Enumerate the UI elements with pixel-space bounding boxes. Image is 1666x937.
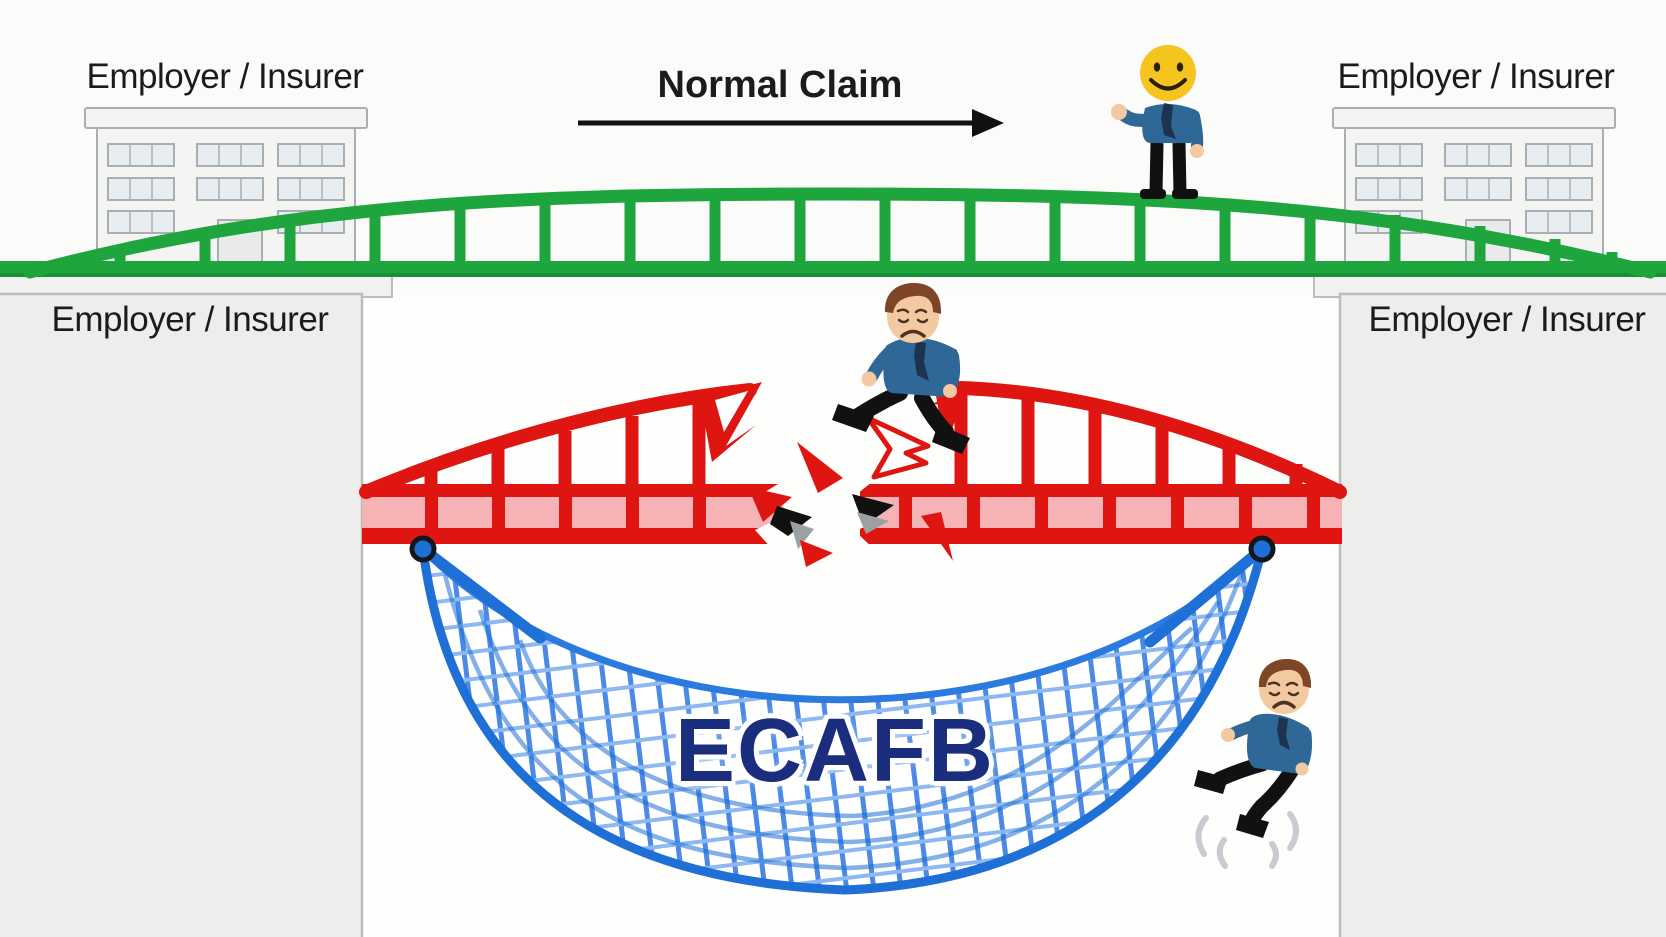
sad-worker-front-boot: [932, 424, 970, 454]
intact-bridge-icon: [0, 187, 1666, 279]
falling-worker-icon: [1194, 659, 1313, 869]
falling-worker-tie: [1277, 717, 1290, 750]
net-strands: [442, 571, 1245, 871]
falling-worker-hair: [1258, 659, 1312, 688]
red-arch-right: [953, 381, 1347, 499]
sad-worker-hand: [861, 371, 877, 387]
red-deck-left: [362, 484, 792, 544]
smiley-smile: [1149, 78, 1187, 91]
left-pillar-employer-insurer-label: Employer / Insurer: [51, 300, 329, 339]
green-arch: [23, 187, 1657, 279]
net-right-rope: [1144, 543, 1268, 648]
right-pillar-body: [1338, 292, 1666, 937]
sad-worker-back-boot: [832, 404, 874, 432]
falling-worker-arm: [1226, 720, 1259, 740]
falling-worker-torso: [1246, 713, 1310, 774]
happy-worker-legs: [1149, 142, 1187, 194]
debris-shards-icon: [700, 382, 967, 567]
top-right-employer-insurer-label: Employer / Insurer: [1337, 57, 1615, 96]
left-pillar-body: [0, 292, 364, 937]
safety-net-icon: [409, 535, 1276, 895]
sad-worker-icon: [832, 283, 970, 454]
happy-worker-hand: [1111, 104, 1127, 120]
sad-worker-head: [887, 291, 939, 343]
falling-worker-hand: [1221, 728, 1235, 742]
falling-worker-boot: [1194, 770, 1228, 794]
normal-claim-label: Normal Claim: [657, 64, 903, 106]
net-left-rope: [417, 543, 546, 644]
happy-worker-foot: [1172, 189, 1198, 199]
smiley-eye: [1176, 62, 1184, 72]
sad-worker-tie: [914, 341, 929, 381]
arrow-right-icon: [578, 109, 1004, 137]
broken-bridge-icon: [359, 381, 1347, 567]
green-deck-edge: [0, 273, 1666, 277]
right-pillar-employer-insurer-label: Employer / Insurer: [1368, 300, 1646, 339]
green-posts: [114, 194, 1618, 270]
falling-worker-face: [1267, 681, 1300, 709]
top-left-employer-insurer-label: Employer / Insurer: [86, 57, 364, 96]
sad-worker-hand: [943, 384, 957, 398]
smiley-face-icon: [1140, 45, 1196, 101]
falling-worker-arm: [1297, 728, 1313, 770]
happy-worker-tie: [1161, 103, 1176, 139]
right-pillar: [1313, 271, 1666, 937]
red-arch-posts: [424, 393, 1303, 486]
sad-worker-hair: [884, 283, 942, 314]
smiley-eye: [1153, 62, 1161, 72]
net-mesh: [423, 549, 1262, 890]
sad-worker-arm: [945, 350, 961, 392]
anchor-dot-right-icon: [1248, 535, 1276, 563]
happy-worker-icon: [1111, 45, 1204, 199]
red-arch-left: [359, 383, 757, 499]
falling-worker-head: [1259, 664, 1309, 714]
ecafb-net-label: ECAFB: [675, 701, 995, 801]
sad-worker-face: [896, 308, 929, 338]
happy-worker-foot: [1140, 189, 1166, 199]
anchor-dot-left-icon: [409, 535, 437, 563]
falling-worker-hand: [1295, 762, 1309, 776]
left-pillar: [0, 271, 393, 937]
happy-worker-hand: [1190, 144, 1204, 158]
falling-worker-leg: [1244, 762, 1300, 828]
net-bottom-rope: [418, 544, 1267, 895]
happy-worker-arm: [1188, 110, 1204, 152]
motion-lines-icon: [1195, 811, 1299, 869]
falling-worker-boot: [1236, 814, 1269, 838]
